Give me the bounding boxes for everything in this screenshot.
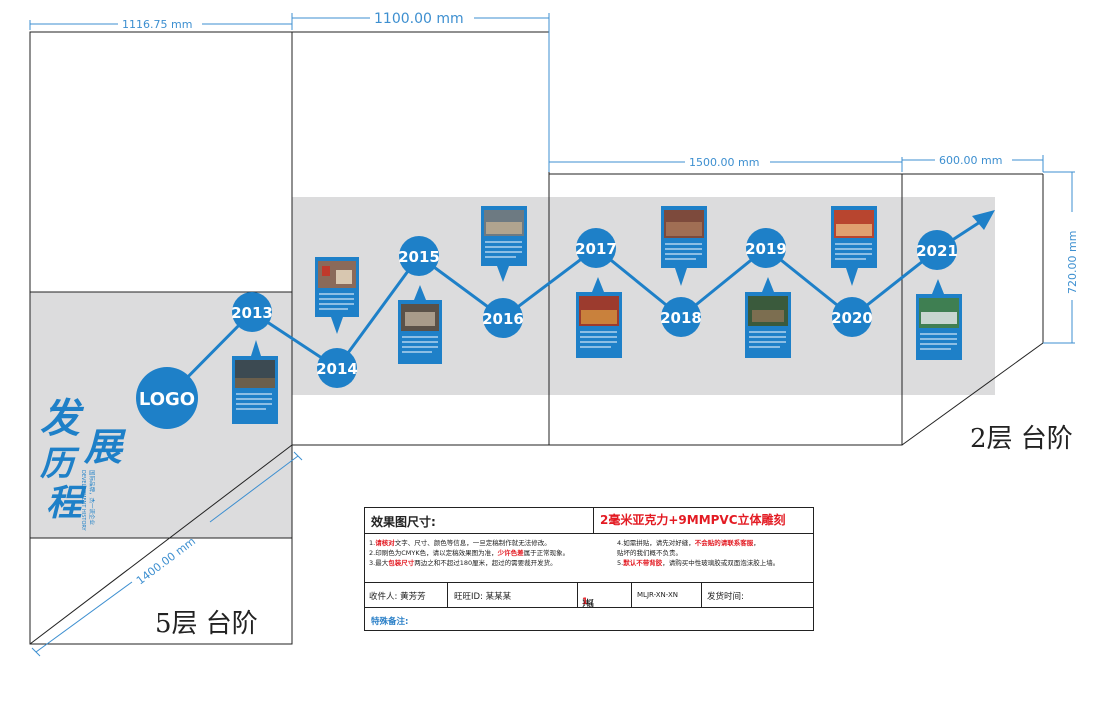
- spec-info-row: 收件人: 黄芳芳 旺旺ID: 某某某 共(1)幅 MLJR-XN-XN 发货时间…: [365, 583, 813, 609]
- logo-text: LOGO: [139, 389, 195, 410]
- info-card-above-2020: [831, 206, 877, 286]
- note-1: 1.请核对文字、尺寸、颜色等信息，一旦定稿制作就无法修改。: [369, 539, 551, 547]
- box-outlines: [29, 31, 1044, 645]
- dimension-lines: [29, 13, 1075, 657]
- dim-label-1100: 1100.00 mm: [374, 11, 464, 27]
- year-node-2017: 2017: [575, 228, 617, 268]
- year-node-2018: 2018: [660, 297, 702, 337]
- heading-subtitle-cn: 国际品牌，杰一流企业: [88, 470, 96, 526]
- year-node-2020: 2020: [831, 297, 873, 337]
- dim-label-600: 600.00 mm: [939, 154, 1002, 167]
- spec-header-row: 效果图尺寸: 2毫米亚克力+9MMPVC立体雕刻: [365, 508, 813, 534]
- year-node-2014: 2014: [316, 348, 358, 388]
- year-label: 2014: [316, 360, 358, 378]
- year-node-2021: 2021: [916, 230, 958, 270]
- heading-char-2: 展: [83, 424, 127, 469]
- info-card-below-2021: [916, 279, 962, 360]
- info-card-below-2013: [232, 340, 278, 424]
- info-card-above-2016: [481, 206, 527, 282]
- info-card-below-2015: [398, 285, 442, 364]
- spec-notes-row: 1.请核对文字、尺寸、颜色等信息，一旦定稿制作就无法修改。 2.印刷色为CMYK…: [365, 534, 813, 583]
- ship-time: 发货时间:: [707, 592, 744, 602]
- year-label: 2021: [916, 242, 958, 260]
- heading-char-3: 历: [40, 444, 80, 484]
- note-4b: 贴坏的我们概不负责。: [617, 549, 682, 557]
- year-node-2015: 2015: [398, 236, 440, 276]
- year-label: 2017: [575, 240, 617, 258]
- floor-label-5: 5层 台阶: [155, 609, 258, 639]
- info-card-above-2014: [315, 257, 359, 334]
- spec-remark-row: 特殊备注:: [365, 608, 813, 632]
- info-card-below-2017: [576, 277, 622, 358]
- spec-title: 效果图尺寸:: [371, 515, 436, 529]
- heading-subtitle-en: DEVELOPMENT HISTORY: [80, 470, 86, 532]
- logo-circle: [136, 367, 198, 429]
- right-wall-panel: [292, 197, 995, 395]
- dim-label-1116: 1116.75 mm: [122, 18, 192, 31]
- note-3: 3.最大包装尺寸两边之和不超过180厘米，超过的需要裁开发货。: [369, 559, 557, 567]
- floor-label-2: 2层 台阶: [970, 424, 1073, 454]
- year-label: 2013: [231, 304, 273, 322]
- heading-char-4: 程: [46, 482, 87, 524]
- year-label: 2015: [398, 248, 440, 266]
- year-node-2016: 2016: [482, 298, 524, 338]
- year-node-2019: 2019: [745, 228, 787, 268]
- recipient: 收件人: 黄芳芳: [369, 592, 426, 602]
- order-code: MLJR-XN-XN: [637, 591, 679, 599]
- dim-label-1500: 1500.00 mm: [689, 156, 759, 169]
- year-label: 2019: [745, 240, 787, 258]
- note-2: 2.印刷色为CMYK色，请以定稿效果图为准，少许色差属于正常现象。: [369, 549, 570, 557]
- info-card-below-2019: [745, 277, 791, 358]
- spec-material: 2毫米亚克力+9MMPVC立体雕刻: [593, 508, 786, 533]
- note-5: 5.默认不带背胶，请购买中性玻璃胶或双面泡沫胶上墙。: [617, 559, 780, 567]
- special-remark: 特殊备注:: [371, 617, 409, 627]
- heading-char-1: 发: [40, 395, 85, 442]
- year-label: 2018: [660, 309, 702, 327]
- timeline-arrow-head: [972, 210, 995, 230]
- info-card-above-2018: [661, 206, 707, 286]
- year-label: 2020: [831, 309, 873, 327]
- notes-right: 4.如需拼贴，请先对好缝，不会贴的请联系客服， 贴坏的我们概不负责。 5.默认不…: [617, 538, 779, 568]
- dim-label-720: 720.00 mm: [1066, 231, 1079, 294]
- spec-sheet: 效果图尺寸: 2毫米亚克力+9MMPVC立体雕刻 1.请核对文字、尺寸、颜色等信…: [364, 507, 814, 631]
- year-node-2013: 2013: [231, 292, 273, 332]
- year-label: 2016: [482, 310, 524, 328]
- wangwang-id: 旺旺ID: 某某某: [454, 592, 512, 602]
- dim-label-1400: 1400.00 mm: [134, 535, 198, 588]
- notes-left: 1.请核对文字、尺寸、颜色等信息，一旦定稿制作就无法修改。 2.印刷色为CMYK…: [369, 538, 569, 568]
- note-4: 4.如需拼贴，请先对好缝，不会贴的请联系客服，: [617, 539, 760, 547]
